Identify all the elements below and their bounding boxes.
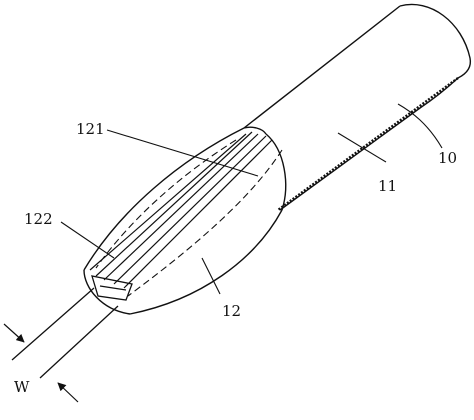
label-11: 11 xyxy=(378,177,397,195)
leader-lines xyxy=(60,103,443,295)
label-121: 121 xyxy=(76,120,105,138)
tip-end-face xyxy=(91,275,133,301)
groove-channels xyxy=(89,131,273,289)
label-w: W xyxy=(14,378,30,396)
wire-lines xyxy=(11,287,119,379)
tube-body xyxy=(243,3,472,211)
dimension-w xyxy=(3,323,79,403)
dashed-outline xyxy=(95,139,283,297)
label-12: 12 xyxy=(222,302,241,320)
label-122: 122 xyxy=(24,210,53,228)
tapered-tip xyxy=(83,126,287,315)
label-10: 10 xyxy=(438,149,457,167)
